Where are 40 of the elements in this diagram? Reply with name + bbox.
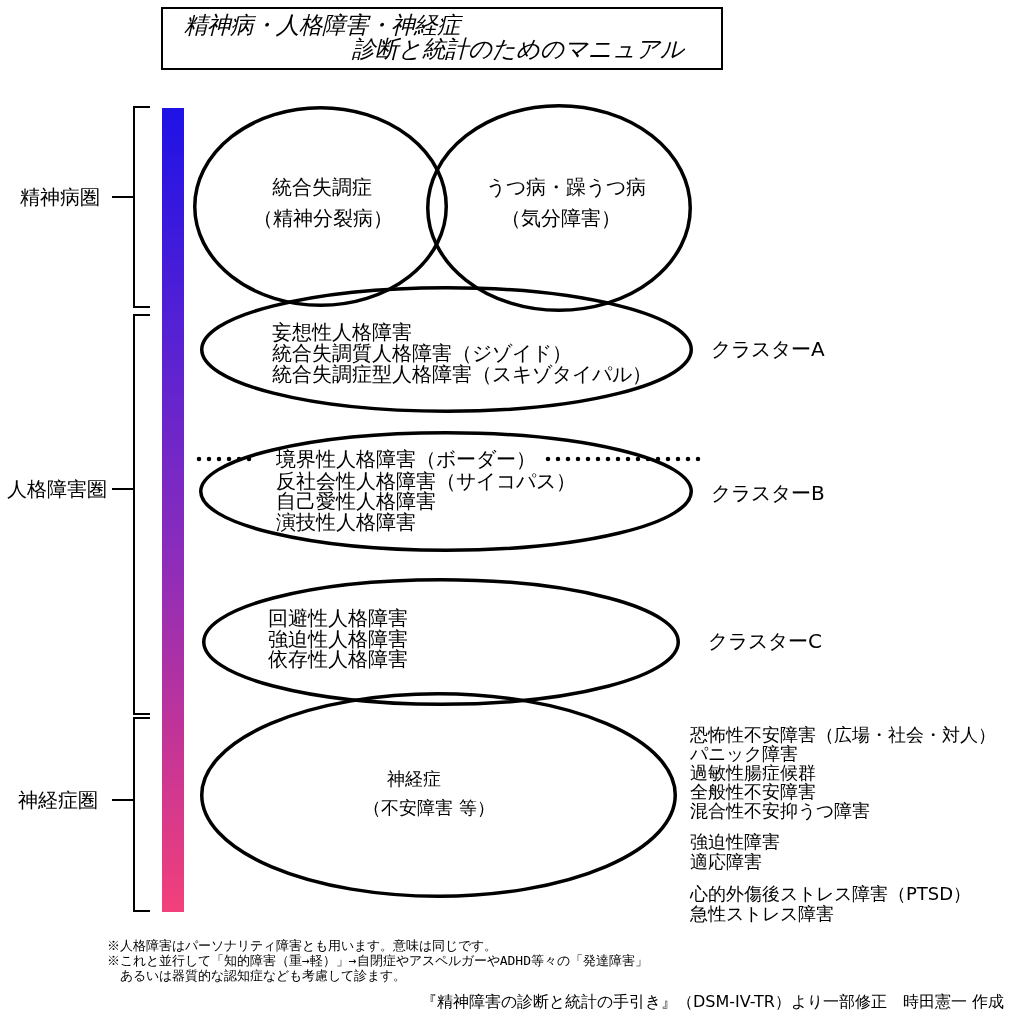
- title: 精神病・人格障害・神経症診断と統計のためのマニュアル: [161, 7, 723, 70]
- disorder-name: 自己愛性人格障害: [276, 490, 436, 512]
- ellipse: [200, 692, 677, 898]
- footnote: ※これと並行して「知的障害（重→軽）」→自閉症やアスペルガーやADHD等々の「発達障害」あるいは器質的な認知症なども考慮して診ます。: [107, 952, 649, 983]
- disorder-name: 急性ストレス障害: [690, 903, 834, 923]
- disorder-name: うつ病・躁うつ病: [486, 175, 646, 199]
- category-label: 人格障害圏: [7, 477, 107, 501]
- gradient-bar: [162, 108, 184, 912]
- disorder-name: 混合性不安抑うつ障害: [690, 800, 870, 820]
- ellipse: [426, 104, 692, 312]
- ellipse: [202, 578, 680, 706]
- disorder-name: （不安障害 等）: [363, 797, 495, 819]
- disorder-name: 心的外傷後ストレス障害（PTSD）: [690, 883, 972, 903]
- category-label: 神経症圏: [18, 788, 98, 812]
- ellipse: [199, 431, 693, 552]
- disorder-name: 恐怖性不安障害（広場・社会・対人）: [690, 724, 996, 744]
- disorder-name: 強迫性障害: [690, 831, 780, 851]
- footnote: ※人格障害はパーソナリティ障害とも用います。意味は同じです。: [107, 937, 497, 953]
- disorder-name: 統合失調症型人格障害（スキゾタイパル）: [272, 363, 652, 385]
- disorder-name: 全般性不安障害: [690, 781, 816, 801]
- disorder-name: 適応障害: [690, 851, 762, 871]
- source-credit: 『精神障害の診断と統計の手引き』（DSM-IV-TR）より一部修正 時田憲一 作成: [420, 992, 1004, 1012]
- cluster-label: クラスターB: [711, 481, 825, 505]
- disorder-name: 過敏性腸症候群: [690, 762, 816, 782]
- cluster-label: クラスターC: [708, 629, 822, 653]
- disorder-name: 回避性人格障害: [268, 607, 408, 629]
- cluster-label: クラスターA: [711, 337, 825, 361]
- ellipse: [193, 106, 448, 307]
- disorder-name: 境界性人格障害（ボーダー）: [276, 448, 536, 470]
- disorder-name: （精神分裂病）: [253, 206, 393, 230]
- category-label: 精神病圏: [20, 185, 100, 209]
- disorder-name: パニック障害: [690, 743, 798, 763]
- disorder-name: 統合失調質人格障害（ジゾイド）: [272, 342, 572, 364]
- disorder-name: 神経症: [387, 768, 441, 790]
- disorder-name: 妄想性人格障害: [272, 321, 412, 343]
- disorder-name: 依存性人格障害: [268, 648, 408, 670]
- disorder-name: （気分障害）: [501, 206, 621, 230]
- disorder-name: 演技性人格障害: [276, 511, 416, 533]
- disorder-name: 統合失調症: [272, 175, 372, 199]
- ellipse: [200, 286, 693, 413]
